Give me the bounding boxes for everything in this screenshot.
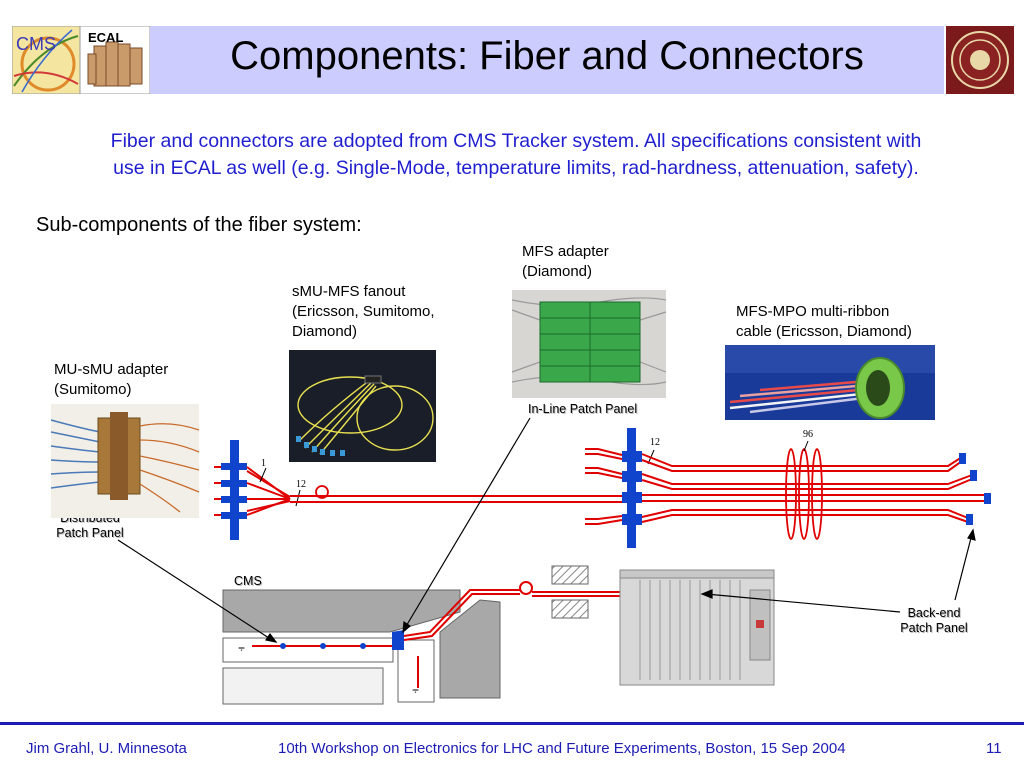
backend-connectors [959, 453, 991, 525]
footer-author: Jim Grahl, U. Minnesota [26, 740, 187, 757]
ribbon-loops [785, 448, 823, 540]
distributed-panel-bar [230, 440, 239, 540]
intro-line-1: Fiber and connectors are adopted from CM… [110, 130, 922, 152]
main-fiber [290, 485, 622, 503]
fiber-count-12-right: 12 [650, 437, 660, 448]
fanout-lines [214, 466, 291, 516]
mfs-mpo-label: MFS-MPO multi-ribbon cable (Ericsson, Di… [736, 303, 912, 340]
backend-rack [619, 569, 775, 686]
distributed-patch-panel [214, 440, 301, 540]
mfs-mpo-cable-photo [725, 345, 935, 420]
mfs-adapter-photo [511, 290, 667, 398]
ecal-logo-text: ECAL [88, 30, 123, 45]
intro-text: Fiber and connectors are adopted from CM… [36, 128, 996, 182]
cms-detector-label: CMS [234, 574, 262, 588]
slide-title: Components: Fiber and Connectors [230, 34, 864, 78]
page-number: 11 [986, 740, 1002, 757]
footer-conference: 10th Workshop on Electronics for LHC and… [278, 740, 846, 757]
fiber-count-12-left: 12 [296, 479, 306, 490]
title-band [150, 26, 944, 94]
svg-text:⨪: ⨪ [238, 640, 245, 654]
inline-patch-panel [585, 428, 655, 548]
cms-logo: CMS [12, 26, 80, 94]
fiber-system-diagram: 1 12 12 96 [50, 290, 991, 705]
fiber-loop-left [315, 485, 329, 499]
annotation-arrows [117, 417, 976, 643]
university-seal [946, 26, 1014, 94]
ecal-logo: ECAL [80, 26, 150, 94]
fiber-count-1: 1 [261, 458, 266, 469]
multi-ribbon-cables [641, 453, 985, 523]
footer-divider [0, 722, 1024, 725]
fiber-count-96: 96 [803, 429, 813, 440]
inline-patch-panel-label: In-Line Patch Panel [528, 402, 638, 416]
mu-smu-adapter-photo [50, 404, 200, 518]
smu-mfs-label: sMU-MFS fanout (Ericsson, Sumitomo, Diam… [292, 283, 435, 340]
smu-mfs-fanout-photo [289, 350, 436, 462]
intro-line-2: use in ECAL as well (e.g. Single-Mode, t… [113, 157, 919, 179]
subheading: Sub-components of the fiber system: [36, 214, 362, 236]
cms-detector [222, 565, 589, 705]
backend-patch-panel-label: Back-end Patch Panel [900, 606, 968, 635]
mu-smu-label: MU-sMU adapter (Sumitomo) [54, 361, 169, 398]
cms-logo-text: CMS [16, 34, 56, 54]
mfs-adapter-label: MFS adapter (Diamond) [522, 243, 609, 280]
svg-text:⨪: ⨪ [412, 682, 419, 696]
